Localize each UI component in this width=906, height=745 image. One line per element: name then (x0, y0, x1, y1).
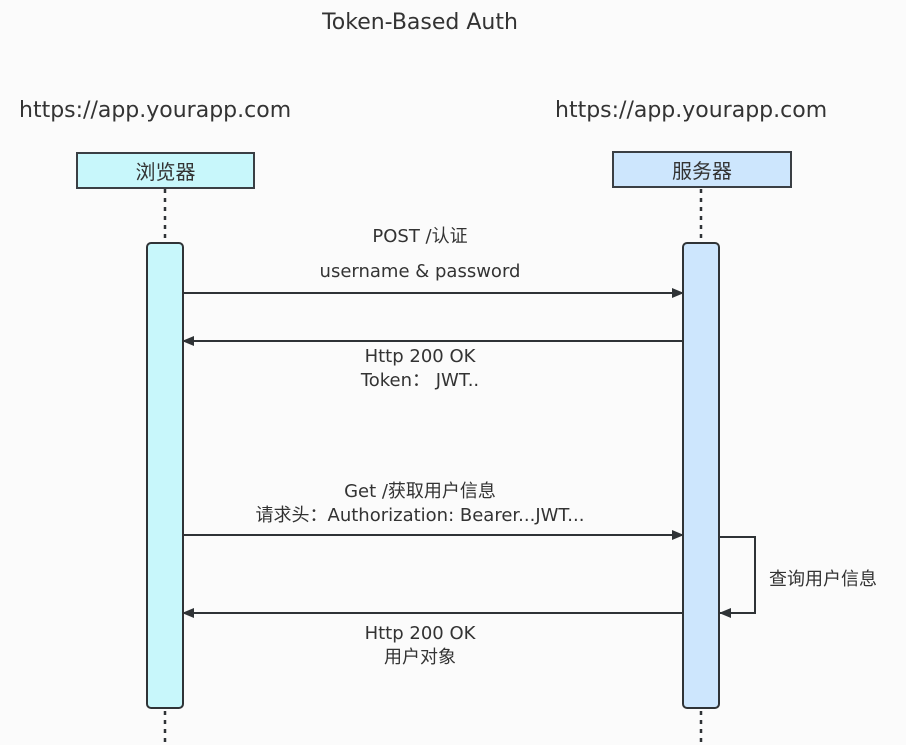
server-activation-bar (682, 242, 720, 709)
message-label-get-user-request: Get /获取用户信息 请求头：Authorization: Bearer...… (170, 480, 670, 528)
message-label-line: Http 200 OK (364, 346, 476, 367)
server-participant-label: 服务器 (672, 159, 732, 183)
message-label-line: 用户对象 (384, 647, 456, 668)
browser-host-label: https://app.yourapp.com (19, 98, 292, 123)
server-host-label: https://app.yourapp.com (555, 98, 828, 123)
message-label-line: Token： JWT.. (360, 370, 480, 391)
server-participant: 服务器 (612, 151, 792, 188)
browser-activation-bar (146, 242, 184, 709)
message-label-line: 请求头：Authorization: Bearer...JWT... (255, 505, 585, 526)
message-label-line: username & password (319, 261, 521, 282)
browser-participant-label: 浏览器 (135, 160, 196, 184)
message-label-token-response: Http 200 OK Token： JWT.. (220, 345, 620, 393)
message-label-login-request: POST /认证 username & password (220, 225, 620, 284)
message-label-self-query: 查询用户信息 (769, 569, 877, 590)
browser-participant: 浏览器 (76, 152, 255, 189)
diagram-title: Token-Based Auth (322, 10, 518, 35)
message-label-line: Http 200 OK (364, 623, 476, 644)
message-arrow-self-query (719, 536, 756, 618)
message-label-line: POST /认证 (372, 226, 468, 247)
message-label-user-response: Http 200 OK 用户对象 (220, 622, 620, 670)
message-label-line: Get /获取用户信息 (344, 481, 496, 502)
